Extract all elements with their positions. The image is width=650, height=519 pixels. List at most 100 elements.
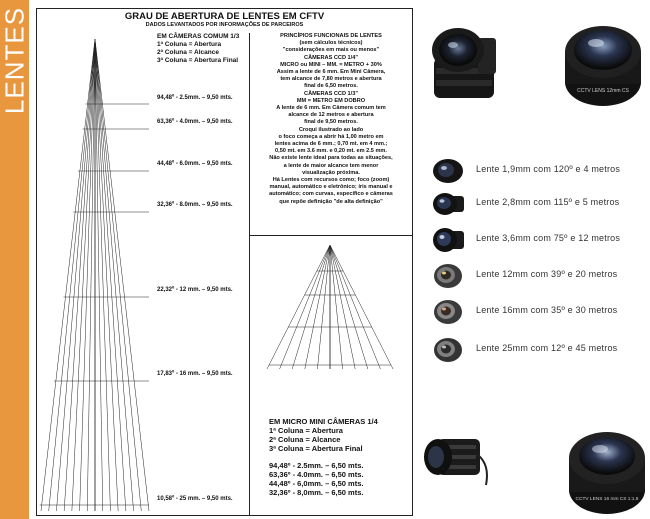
diagram-line (94, 38, 111, 512)
diagram-line (279, 244, 331, 370)
principles-line: PRINCÍPIOS FUNCIONAIS DE LENTES (280, 33, 382, 39)
diagram-line (87, 38, 96, 512)
diagram-line (317, 244, 331, 370)
section-divider (249, 235, 412, 236)
lens-icon (434, 300, 462, 324)
principles-line: Não existe lente ideal para todas as sit… (269, 155, 393, 162)
principles-line: A lente de 6 mm. Em Câmera comum tem (276, 105, 386, 112)
lens-icon (433, 228, 464, 252)
principles-line: final de 6,50 metros. (304, 83, 358, 90)
document-subtitle: DADOS LEVANTADOS POR INFORMAÇÕES DE PARC… (145, 22, 304, 28)
principles-line: MICRO ou MINI – MM. = METRO + 30% (280, 61, 382, 68)
principles-line: lentes acima de 6 mm.; 0,70 mt. em 4 mm.… (274, 141, 388, 148)
lens-label: Lente 12mm com 39º e 20 metros (476, 269, 618, 279)
lens-16mm-photo: CCTV LENS 16 mm CS 1:1.6 (569, 432, 645, 514)
principles-line: MM = METRO EM DOBRO (296, 97, 366, 104)
principles-line: que repõe definição "de alta definição" (279, 198, 383, 205)
lens-icon (434, 338, 462, 362)
legend: EM CÂMERAS COMUM 1/3 1ª Coluna = Abertur… (157, 33, 239, 65)
aperture-level-label: 32,36º - 8.0mm. – 9,50 mts. (157, 202, 233, 208)
diagram-line (329, 244, 394, 370)
auto-iris-lens-photo (424, 439, 488, 486)
legend-line: 3ª Coluna = Abertura Final (157, 57, 239, 64)
lens-label: Lente 3,6mm com 75º e 12 metros (476, 233, 621, 243)
diagram-line (304, 244, 331, 370)
lens-list-item: Lente 1,9mm com 120º e 4 metros (430, 157, 650, 185)
legend-line: 1ª Coluna = Abertura (157, 41, 222, 48)
diagram-line (94, 38, 150, 512)
lens-icon (434, 264, 462, 288)
micro-legend-line: 2ª Coluna = Alcance (269, 435, 341, 444)
principles-line: "considerações em mais ou menos" (282, 47, 380, 54)
micro-title: EM MICRO MINI CÂMERAS 1/4 (269, 417, 378, 426)
lens-icon (433, 193, 464, 215)
principles-line: o foco começa a abrir há 1,00 metro em (278, 133, 384, 140)
lens-list-item: Lente 25mm com 12º e 45 metros (430, 336, 650, 364)
lens-list-item: Lente 16mm com 35º e 30 metros (430, 298, 650, 326)
lens-engraving: CCTV LENS 16 mm CS 1:1.6 (576, 496, 639, 502)
side-banner: LENTES (0, 0, 30, 519)
diagram-line (329, 244, 343, 370)
principles-line: manual, automático e eletrônico; íris ma… (269, 184, 393, 191)
side-title: LENTES (0, 6, 30, 115)
diagram-line (48, 38, 96, 512)
aperture-level-label: 63,36º - 4.0mm. – 9,50 mts. (157, 119, 233, 125)
principles-line: visualização próxima. (302, 169, 360, 176)
aperture-level-label: 44,48º - 6.0mm. – 9,50 mts. (157, 161, 233, 167)
legend-line: 2ª Coluna = Alcance (157, 49, 219, 56)
diagram-line (94, 38, 142, 512)
diagram-line (329, 244, 381, 370)
lens-list-item: Lente 3,6mm com 75º e 12 metros (430, 226, 650, 254)
diagram-line (329, 244, 356, 370)
diagram-line (40, 38, 96, 512)
diagram-line (79, 38, 96, 512)
micro-camera-legend: EM MICRO MINI CÂMERAS 1/4 1ª Coluna = Ab… (269, 417, 378, 497)
principles-line: (sem cálculos técnicos) (299, 40, 363, 47)
legend-line: EM CÂMERAS COMUM 1/3 (157, 33, 240, 40)
principles-line: Assim a lente de 6 mm. Em Mini Câmera, (276, 69, 386, 76)
principles-text: PRINCÍPIOS FUNCIONAIS DE LENTES(sem cálc… (252, 33, 410, 206)
diagram-line (329, 244, 369, 370)
principles-line: CÂMERAS CCD 1/4" (304, 54, 358, 61)
diagram-line (94, 38, 127, 512)
diagram-line (56, 38, 96, 512)
principles-line: final de 9,50 metros. (304, 119, 358, 126)
principles-line: Croqui ilustrado ao lado (298, 126, 364, 133)
aperture-level-label: 94,48º - 2.5mm. – 9,50 mts. (157, 95, 233, 101)
lens-icon (433, 159, 463, 183)
micro-level: 32,36º - 8,0mm. – 6,50 mts. (269, 488, 364, 497)
document-title: GRAU DE ABERTURA DE LENTES EM CFTV (124, 11, 325, 22)
micro-level: 44,48º - 6,0mm. – 6,50 mts. (269, 479, 364, 488)
aperture-level-label: 22,32º - 12 mm. – 9,50 mts. (157, 287, 233, 293)
aperture-level-label: 17,83º - 16 mm. – 9,50 mts. (157, 371, 233, 377)
micro-legend-line: 3ª Coluna = Abertura Final (269, 444, 363, 453)
lens-list-item: Lente 12mm com 39º e 20 metros (430, 262, 650, 290)
diagram-line (94, 38, 103, 512)
aperture-level-label: 10,58º - 25 mm. – 9,50 mts. (157, 496, 233, 502)
lens-label: Lente 25mm com 12º e 45 metros (476, 343, 618, 353)
diagram-line (291, 244, 331, 370)
principles-line: CÂMERAS CCD 1/3" (304, 90, 358, 97)
diagram-line (94, 38, 119, 512)
aperture-diagram (39, 38, 394, 512)
diagram-line (94, 38, 134, 512)
varifocal-lens-photo (432, 28, 496, 98)
lens-engraving: CCTV LENS 12mm CS (577, 88, 629, 94)
lens-label: Lente 2,8mm com 115º e 5 metros (476, 197, 620, 207)
diagram-line (71, 38, 96, 512)
cs-lens-photo: CCTV LENS 12mm CS (565, 26, 641, 106)
column-divider (249, 33, 250, 515)
principles-line: 0,50 mt. em 3.6 mm. e 0,20 mt. em 2.5 mm… (275, 148, 387, 155)
diagram-line (63, 38, 96, 512)
lens-list-item: Lente 2,8mm com 115º e 5 metros (430, 190, 650, 218)
principles-line: tem alcance de 7,80 metros e abertura (280, 76, 382, 83)
lens-label: Lente 1,9mm com 120º e 4 metros (476, 164, 621, 174)
micro-level: 63,36º - 4.0mm. – 6,50 mts. (269, 470, 364, 479)
lens-aperture-document: GRAU DE ABERTURA DE LENTES EM CFTV DADOS… (36, 8, 413, 516)
lens-label: Lente 16mm com 35º e 30 metros (476, 305, 618, 315)
micro-level: 94,48º - 2.5mm. – 6,50 mts. (269, 461, 364, 470)
principles-line: automático; com curvas, específico e câm… (269, 191, 393, 198)
principles-line: Há Lentes com recursos como; foco (zoom) (272, 177, 390, 184)
principles-line: alcance de 12 metros e abertura (288, 112, 374, 119)
principles-line: a lente de maior alcance tem menor (283, 162, 379, 169)
